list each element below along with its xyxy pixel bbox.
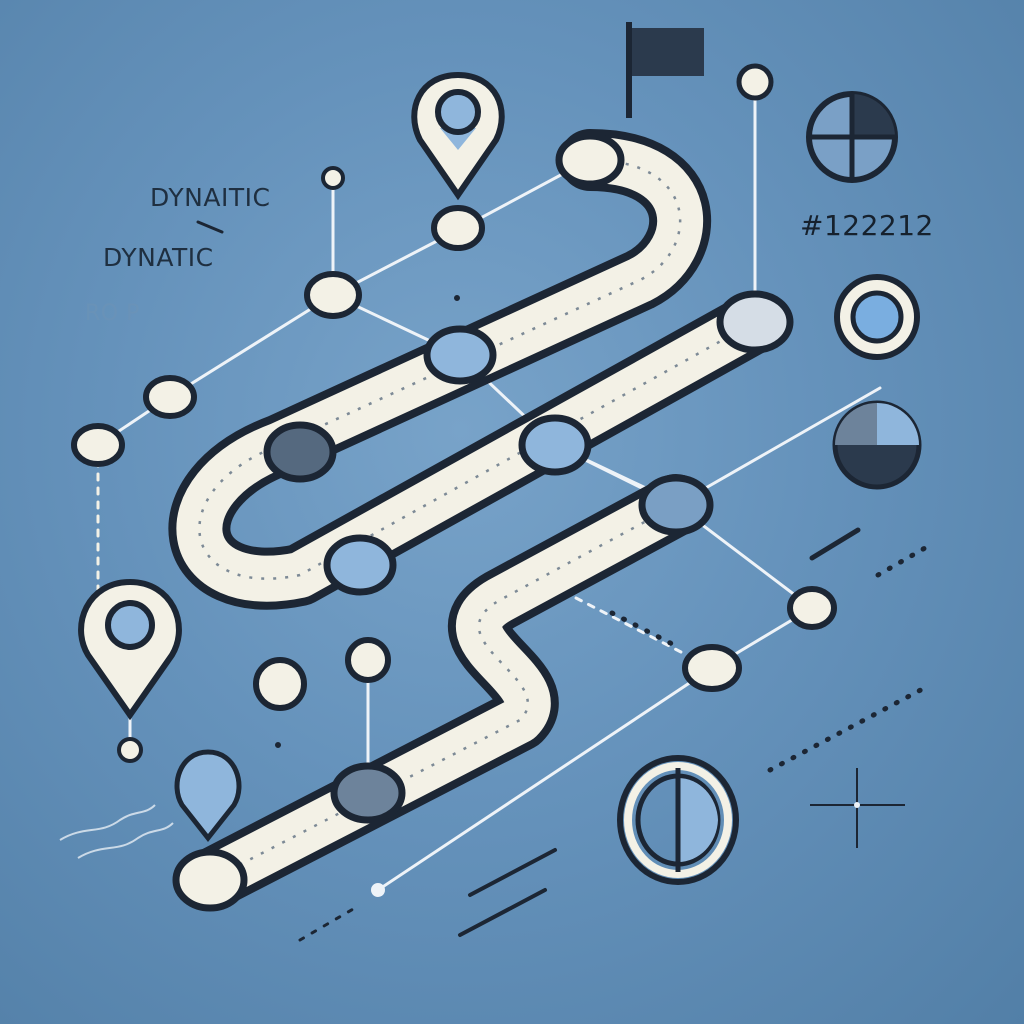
text-label-faint: RO P [85, 301, 140, 326]
loose-node [253, 657, 307, 711]
loose-node [787, 586, 837, 630]
pie-chart-icon [832, 400, 922, 490]
text-label-dynaitic: DYNAITIC [150, 183, 271, 212]
loose-node [371, 883, 385, 897]
loose-node [736, 63, 774, 101]
text-label-dynatic: DYNATIC [103, 243, 214, 272]
road-node-dark [263, 421, 337, 483]
wavy-lines [59, 804, 174, 859]
connector-line [376, 666, 714, 892]
map-pin-icon [174, 749, 242, 843]
loose-node [71, 423, 125, 467]
road-node-blue [518, 414, 592, 476]
circle-icon [617, 755, 739, 885]
road-node-light [555, 132, 625, 188]
road-node-dark [330, 762, 406, 824]
road-node-blue [638, 474, 714, 536]
connector-line [674, 386, 882, 507]
road-node-light [716, 290, 794, 354]
map-pin-icon [411, 71, 505, 201]
loose-node [304, 271, 362, 319]
flag-icon [626, 22, 704, 118]
loose-nodes [71, 63, 837, 897]
loose-node [345, 637, 391, 683]
road-node-light [172, 848, 248, 912]
road-node-blue [323, 534, 397, 596]
loose-node [682, 644, 742, 692]
loose-node [321, 166, 345, 190]
crosshair-icon [810, 768, 905, 848]
loose-node [143, 375, 197, 419]
loose-node [117, 737, 143, 763]
decorative-dashes [196, 220, 933, 942]
road-nodes [172, 132, 794, 912]
text-label-code: #122212 [800, 209, 934, 242]
loose-node [431, 205, 485, 251]
target-icon [834, 274, 920, 360]
road-node-blue [423, 325, 497, 385]
map-pin-icon [78, 578, 182, 721]
pie-chart-icon [806, 91, 898, 183]
